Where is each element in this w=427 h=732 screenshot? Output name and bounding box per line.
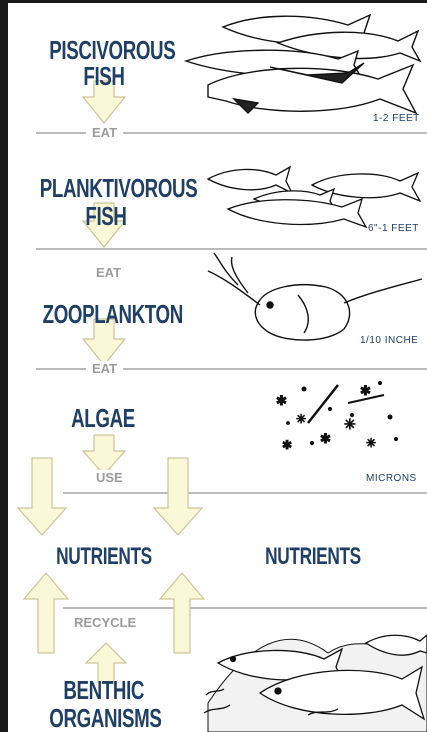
arrow-down-right-use bbox=[154, 458, 202, 535]
algae-label: ALGAE bbox=[63, 403, 142, 434]
zooplankton-size: 1/10 INCHE bbox=[360, 335, 418, 346]
nutrients-left-label: NUTRIENTS bbox=[45, 543, 163, 571]
benthic-label-line2: ORGANISMS bbox=[49, 703, 158, 732]
algae-star-7: ✱ bbox=[282, 438, 292, 452]
verb-use: USE bbox=[90, 470, 129, 485]
algae-dot-6 bbox=[394, 437, 397, 440]
algae-dot-3 bbox=[350, 413, 353, 416]
daphnia-eye bbox=[267, 302, 273, 308]
algae-star-2: ✳ bbox=[296, 412, 306, 426]
algae-dot-7 bbox=[287, 422, 290, 425]
algae-size: MICRONS bbox=[366, 473, 417, 484]
minnow-1 bbox=[208, 167, 292, 193]
benthic-label-line1: BENTHIC bbox=[63, 675, 142, 706]
algae-star-6: ✳ bbox=[366, 436, 376, 450]
nutrients-right-label: NUTRIENTS bbox=[263, 543, 362, 571]
minnow-4 bbox=[228, 199, 366, 227]
planktivorous-fish-drawing bbox=[208, 167, 420, 227]
arrow-down-algae bbox=[83, 435, 125, 475]
piscivorous-size: 1-2 FEET bbox=[373, 113, 420, 124]
algae-rod-1 bbox=[308, 385, 338, 423]
algae-star-4: ✳ bbox=[344, 417, 356, 433]
piscivorous-label-line2: FISH bbox=[49, 61, 158, 92]
algae-dot-2 bbox=[328, 407, 331, 410]
algae-dot-1 bbox=[302, 387, 306, 391]
algae-dot-4 bbox=[388, 415, 392, 419]
verb-eat-3: EAT bbox=[86, 361, 123, 376]
arrow-up-right-recycle bbox=[160, 573, 204, 653]
verb-eat-1: EAT bbox=[86, 125, 123, 140]
piscivorous-fish-drawing bbox=[186, 15, 420, 113]
verb-eat-2: EAT bbox=[90, 265, 127, 280]
algae-drawing: ✱ ✳ ✱ ✳ ✱ ✳ ✱ bbox=[276, 381, 398, 452]
zooplankton-label: ZOOPLANKTON bbox=[43, 299, 170, 330]
flow-arrows bbox=[18, 81, 204, 683]
verb-recycle: RECYCLE bbox=[68, 615, 142, 630]
algae-dot-5 bbox=[310, 441, 313, 444]
carp-eye bbox=[275, 688, 281, 694]
daphnia-antennae bbox=[208, 253, 260, 305]
algae-star-3: ✱ bbox=[320, 432, 331, 447]
planktivorous-label-line1: PLANKTIVOROUS bbox=[40, 173, 172, 204]
algae-dot-8 bbox=[378, 381, 381, 384]
planktivorous-label-line2: FISH bbox=[40, 201, 172, 232]
benthic-drawing bbox=[204, 635, 427, 732]
algae-star-1: ✱ bbox=[276, 394, 287, 409]
algae-star-5: ✱ bbox=[360, 384, 371, 399]
arrow-down-left-use bbox=[18, 458, 66, 535]
arrow-up-left-recycle bbox=[24, 573, 68, 653]
daphnia-body bbox=[255, 285, 349, 340]
daphnia-spine bbox=[344, 279, 422, 303]
zooplankton-drawing bbox=[208, 253, 422, 340]
planktivorous-size: 6"-1 FEET bbox=[368, 223, 419, 234]
carp-eye-2 bbox=[231, 657, 236, 662]
